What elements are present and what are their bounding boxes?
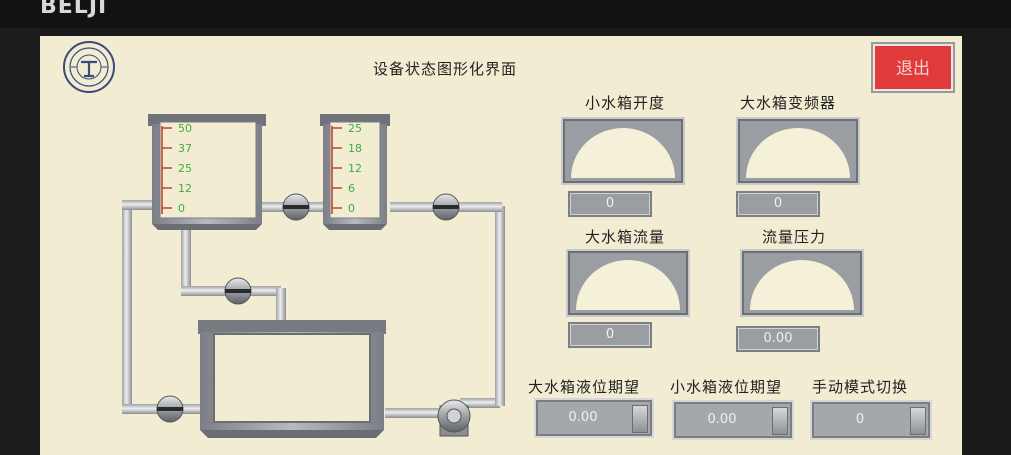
setpoint-label-big-tank-level: 大水箱液位期望 xyxy=(528,378,641,396)
gauge-value-big-tank-inverter: 0 xyxy=(736,191,820,217)
small-tank-scale-label: 37 xyxy=(178,142,192,155)
company-seal-logo xyxy=(63,41,115,93)
small-tank-scale-label: 0 xyxy=(178,202,185,215)
setpoint-value-small-tank-level: 0.00 xyxy=(707,412,737,427)
gauge-label-flow-pressure: 流量压力 xyxy=(762,228,827,246)
monitor-bezel-right xyxy=(961,28,1011,455)
process-diagram: 50 37 25 12 0 25 18 12 6 0 xyxy=(122,114,505,438)
level-tank-scale-label: 25 xyxy=(348,122,362,135)
gauge-big-tank-inverter xyxy=(736,117,860,185)
gauge-value-big-tank-flow: 0 xyxy=(568,322,652,348)
setpoint-value-manual-mode: 0 xyxy=(855,412,865,427)
setpoint-big-tank-level[interactable]: 0.00 xyxy=(534,398,654,438)
gauge-small-tank-opening xyxy=(561,117,685,185)
valve-right-loop xyxy=(432,193,460,221)
setpoint-manual-mode[interactable]: 0 xyxy=(810,400,932,440)
valve-between-tanks xyxy=(282,193,310,221)
setpoint-knob xyxy=(910,407,926,435)
small-tank-scale-label: 50 xyxy=(178,122,192,135)
valve-bottom-left xyxy=(156,395,184,423)
gauge-big-tank-flow xyxy=(566,249,690,317)
small-tank-scale-label: 25 xyxy=(178,162,192,175)
exit-button[interactable]: 退出 xyxy=(871,42,955,93)
setpoint-knob xyxy=(772,407,788,435)
large-water-tank xyxy=(198,320,386,438)
level-tank-scale-label: 18 xyxy=(348,142,362,155)
monitor-bezel-left xyxy=(0,28,40,455)
gauge-label-big-tank-flow: 大水箱流量 xyxy=(585,228,666,246)
small-water-tank: 50 37 25 12 0 xyxy=(148,114,266,230)
level-tank-scale-label: 0 xyxy=(348,202,355,215)
page-title: 设备状态图形化界面 xyxy=(373,60,518,78)
gauge-value-flow-pressure: 0.00 xyxy=(736,326,820,352)
hmi-screen: 设备状态图形化界面 退出 xyxy=(40,36,962,455)
setpoint-label-manual-mode: 手动模式切换 xyxy=(812,378,909,396)
gauge-flow-pressure xyxy=(740,249,864,317)
valve-drain xyxy=(224,277,252,305)
level-tank-scale-label: 6 xyxy=(348,182,355,195)
setpoint-label-small-tank-level: 小水箱液位期望 xyxy=(670,378,783,396)
setpoint-value-big-tank-level: 0.00 xyxy=(568,410,598,425)
gauge-label-big-tank-inverter: 大水箱变频器 xyxy=(740,94,837,112)
gauge-label-small-tank-opening: 小水箱开度 xyxy=(585,94,666,112)
monitor-bezel-top: BELJI xyxy=(0,0,1011,28)
level-tank-scale-label: 12 xyxy=(348,162,362,175)
brand-logo-text: BELJI xyxy=(40,0,108,19)
setpoint-small-tank-level[interactable]: 0.00 xyxy=(672,400,794,440)
pump-icon xyxy=(437,399,471,437)
level-indicator-tank: 25 18 12 6 0 xyxy=(320,114,390,230)
small-tank-scale-label: 12 xyxy=(178,182,192,195)
gauge-value-small-tank-opening: 0 xyxy=(568,191,652,217)
setpoint-knob xyxy=(632,405,648,433)
